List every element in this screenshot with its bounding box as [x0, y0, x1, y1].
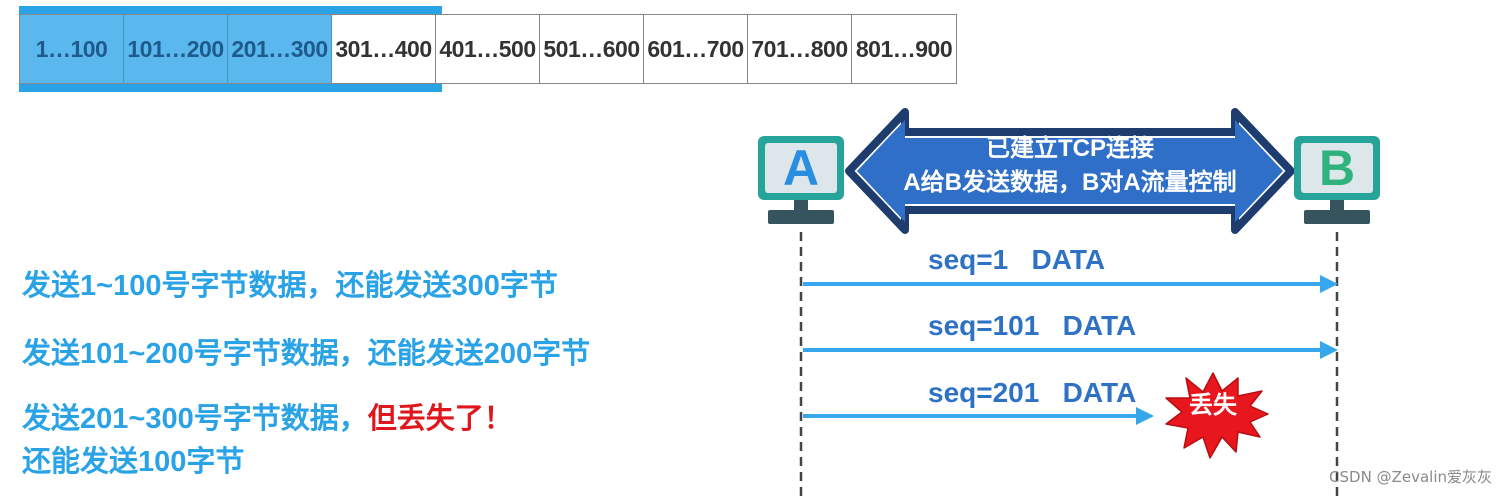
- host-b-computer: B: [1294, 136, 1380, 226]
- host-a-computer: A: [758, 136, 844, 226]
- send-window-bar-bottom: [19, 84, 442, 92]
- lost-label: 丢失: [1189, 392, 1237, 419]
- watermark: CSDN @Zevalin爱灰灰: [1329, 468, 1492, 486]
- host-a-base: [768, 210, 834, 224]
- connection-banner: [845, 108, 1295, 234]
- message-label-3: seq=201 DATA: [928, 377, 1137, 408]
- send-window-bar-top: [19, 6, 442, 14]
- banner-text: 已建立TCP连接 A给B发送数据，B对A流量控制: [843, 132, 1297, 200]
- byte-range-cell: 1…100: [20, 15, 124, 83]
- byte-range-cell: 201…300: [228, 15, 332, 83]
- message-arrow-1: [803, 275, 1338, 293]
- banner-arrow-fill: [857, 120, 1283, 222]
- message-arrow-2: [803, 341, 1338, 359]
- message-label-2: seq=101 DATA: [928, 310, 1137, 341]
- lost-burst-icon: [1165, 372, 1269, 459]
- byte-range-cell: 401…500: [436, 15, 540, 83]
- note-line-4: 还能发送100字节: [22, 446, 245, 478]
- note-line-2: 发送101~200号字节数据，还能发送200字节: [22, 338, 591, 370]
- note-line-3-warning: 但丢失了！: [367, 403, 513, 435]
- banner-line-2: A给B发送数据，B对A流量控制: [903, 169, 1237, 196]
- byte-range-cell: 601…700: [644, 15, 748, 83]
- note-line-3: 发送201~300号字节数据，但丢失了！: [22, 395, 513, 437]
- message-label-1: seq=1 DATA: [928, 244, 1106, 275]
- host-a-label: A: [782, 140, 820, 196]
- host-b-label: B: [1318, 140, 1356, 196]
- byte-range-cell: 101…200: [124, 15, 228, 83]
- note-line-1: 发送1~100号字节数据，还能发送300字节: [22, 270, 558, 302]
- note-line-3-main: 发送201~300号字节数据，: [22, 403, 368, 435]
- host-b-monitor: B: [1294, 136, 1380, 200]
- byte-range-cell: 301…400: [332, 15, 436, 83]
- byte-range-cell: 701…800: [748, 15, 852, 83]
- host-b-stand: [1330, 200, 1344, 210]
- message-arrow-3-lost: [803, 407, 1154, 425]
- byte-range-cell: 801…900: [855, 35, 953, 62]
- host-a-stand: [794, 200, 808, 210]
- host-b-base: [1304, 210, 1370, 224]
- banner-line-1: 已建立TCP连接: [986, 135, 1154, 162]
- byte-range-cell: 501…600: [540, 15, 644, 83]
- host-a-monitor: A: [758, 136, 844, 200]
